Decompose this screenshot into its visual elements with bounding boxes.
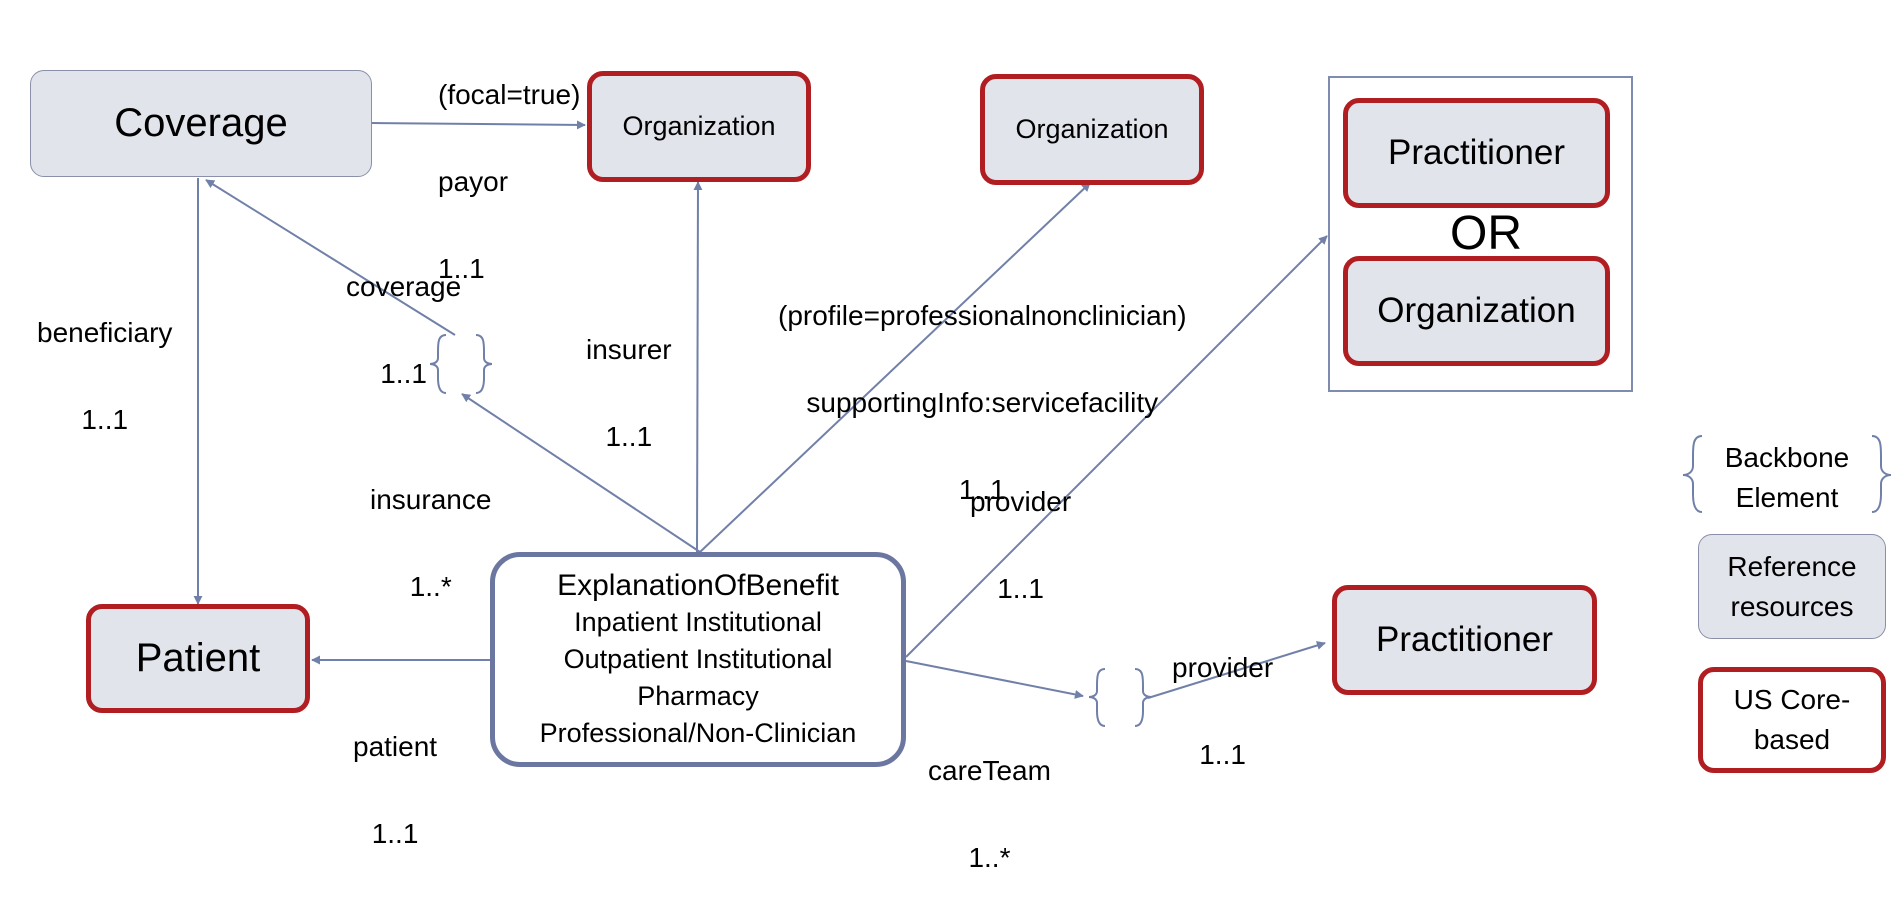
relationship-edges bbox=[193, 120, 1892, 727]
patient-edge-label: patient 1..1 bbox=[353, 731, 438, 849]
practitioner-careteam-node[interactable]: Practitioner bbox=[1332, 585, 1597, 695]
careteam-provider-label: provider 1..1 bbox=[1172, 652, 1274, 770]
practitioner-provider-label: Practitioner bbox=[1387, 133, 1566, 172]
edge-insurer bbox=[693, 181, 703, 553]
organization-provider-node[interactable]: Organization bbox=[1343, 256, 1610, 366]
patient-node[interactable]: Patient bbox=[86, 604, 310, 713]
beneficiary-label: beneficiary 1..1 bbox=[37, 317, 173, 435]
payor-label: (focal=true) payor 1..1 bbox=[438, 79, 581, 284]
legend-backbone-brace-icon bbox=[1682, 435, 1703, 513]
legend-backbone-text: Backbone Element bbox=[1724, 442, 1850, 513]
provider-choice-group bbox=[1328, 76, 1633, 392]
eob-profile-pharmacy: Pharmacy bbox=[637, 681, 759, 711]
explanationofbenefit-node[interactable]: ExplanationOfBenefit Inpatient Instituti… bbox=[490, 552, 906, 767]
eob-profile-inpatient: Inpatient Institutional bbox=[574, 607, 822, 637]
insurance-label: insurance 1..* bbox=[370, 484, 492, 602]
organization-payor-label: Organization bbox=[622, 111, 776, 141]
coverage-edge-label: coverage 1..1 bbox=[346, 271, 462, 389]
eob-title: ExplanationOfBenefit bbox=[557, 569, 839, 602]
edge-insurance bbox=[461, 393, 701, 553]
legend-uscore-swatch: US Core- based bbox=[1698, 667, 1886, 773]
practitioner-careteam-label: Practitioner bbox=[1375, 620, 1554, 659]
coverage-node[interactable]: Coverage bbox=[30, 70, 372, 177]
organization-servicefacility-label: Organization bbox=[1015, 114, 1169, 144]
insurer-label: insurer 1..1 bbox=[586, 334, 672, 452]
or-separator: OR bbox=[1450, 207, 1522, 260]
careteam-label: careTeam 1..* bbox=[928, 755, 1051, 873]
provider-label: provider 1..1 bbox=[970, 486, 1072, 604]
organization-provider-label: Organization bbox=[1377, 291, 1576, 330]
legend-reference-swatch: Reference resources bbox=[1698, 534, 1886, 639]
organization-servicefacility-node[interactable]: Organization bbox=[980, 74, 1204, 185]
servicefacility-label: (profile=professionalnonclinician) suppo… bbox=[778, 300, 1187, 505]
edge-servicefacility bbox=[699, 182, 1091, 553]
edge-careteam-provider bbox=[1147, 641, 1326, 699]
organization-payor-node[interactable]: Organization bbox=[587, 71, 811, 182]
edge-provider bbox=[905, 235, 1328, 658]
practitioner-provider-node[interactable]: Practitioner bbox=[1343, 98, 1610, 208]
edge-coverage bbox=[205, 179, 456, 336]
edge-payor bbox=[371, 120, 586, 130]
edge-careteam bbox=[905, 660, 1084, 699]
patient-label: Patient bbox=[135, 636, 261, 680]
eob-profile-outpatient: Outpatient Institutional bbox=[563, 644, 833, 674]
eob-profile-professional: Professional/Non-Clinician bbox=[539, 718, 857, 748]
careteam-backbone-brace-icon bbox=[1088, 668, 1106, 727]
coverage-label: Coverage bbox=[114, 101, 288, 145]
insurance-backbone-brace-icon bbox=[429, 334, 447, 394]
